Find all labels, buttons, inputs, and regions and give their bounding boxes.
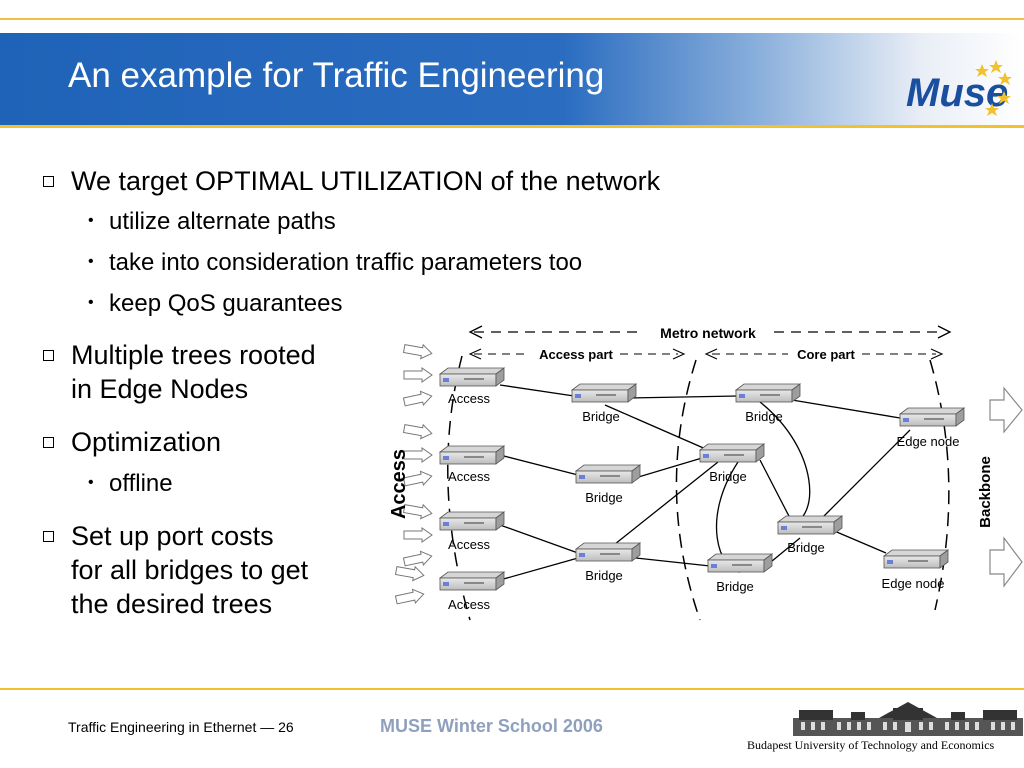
bullet-multiple-trees-line2: in Edge Nodes (71, 374, 249, 404)
dot-bullet-icon: • (88, 212, 94, 229)
edge-node-2 (883, 549, 949, 569)
dot-bullet-icon: • (88, 294, 94, 311)
access-part-arrow: Access part (468, 347, 686, 362)
edge-node-1-label: Edge node (897, 434, 960, 449)
slide-title: An example for Traffic Engineering (68, 56, 605, 95)
bullet-multiple-trees-line1: Multiple trees rooted (71, 340, 316, 370)
access-node-2 (439, 445, 505, 465)
access-node-1 (439, 367, 505, 387)
bridge-node-5 (699, 443, 765, 463)
logo-stars-icon (975, 60, 1012, 116)
access-node-3 (439, 511, 505, 531)
square-bullet-icon (43, 350, 54, 361)
top-band (0, 0, 1024, 18)
square-bullet-icon (43, 176, 54, 187)
network-links (499, 384, 911, 581)
bullet-port-costs-line3: the desired trees (71, 589, 273, 619)
access-part-label: Access part (539, 347, 613, 362)
title-banner (0, 33, 1024, 125)
footer-university: Budapest University of Technology and Ec… (747, 738, 995, 752)
bullet-port-costs-line1: Set up port costs (71, 521, 274, 551)
core-boundary-curve (675, 359, 701, 621)
muse-logo-graphic: Muse (906, 60, 1012, 116)
square-bullet-icon (43, 437, 54, 448)
footer-rule (0, 688, 1024, 690)
edge-node-2-label: Edge node (882, 576, 945, 591)
bullet-optimization: Optimization (71, 427, 222, 457)
footer-event-name: MUSE Winter School 2006 (380, 716, 603, 736)
top-rule (0, 18, 1024, 20)
access-node-4-label: Access (448, 597, 490, 612)
header-rule (0, 125, 1024, 128)
dot-bullet-icon: • (88, 474, 94, 491)
backbone-side-label: Backbone (977, 456, 994, 528)
sub-bullet-qos: keep QoS guarantees (109, 290, 343, 317)
backbone-arrows (989, 386, 1023, 588)
bridge-node-4 (735, 383, 801, 403)
bridge-node-5-label: Bridge (709, 469, 747, 484)
access-node-3-label: Access (448, 537, 490, 552)
backbone-boundary-curve (929, 359, 950, 611)
muse-logo: Muse (904, 58, 1014, 126)
footer-course-page: Traffic Engineering in Ethernet — 26 (68, 719, 294, 735)
dot-bullet-icon: • (88, 253, 94, 270)
bridge-node-6-label: Bridge (787, 540, 825, 555)
metro-network-arrow: Metro network (468, 325, 952, 341)
access-node-1-label: Access (448, 391, 490, 406)
access-node-4 (439, 571, 505, 591)
bridge-node-1 (571, 383, 637, 403)
bridge-node-7-label: Bridge (716, 579, 754, 594)
bridge-node-3 (575, 542, 641, 562)
core-part-label: Core part (797, 347, 855, 362)
university-building-icon (793, 702, 1023, 736)
bridge-node-7 (707, 553, 773, 573)
bridge-node-1-label: Bridge (582, 409, 620, 424)
bullet-optimal-utilization: We target OPTIMAL UTILIZATION of the net… (71, 166, 661, 196)
bridge-node-4-label: Bridge (745, 409, 783, 424)
core-part-arrow: Core part (704, 347, 944, 362)
bullet-port-costs-line2: for all bridges to get (71, 555, 309, 585)
sub-bullet-offline: offline (109, 470, 173, 497)
sub-bullet-alternate-paths: utilize alternate paths (109, 208, 336, 235)
bridge-node-2-label: Bridge (585, 490, 623, 505)
bridge-node-2 (575, 464, 641, 484)
access-node-2-label: Access (448, 469, 490, 484)
edge-node-1 (899, 407, 965, 427)
access-side-label: Access (388, 449, 410, 519)
sub-bullet-traffic-parameters: take into consideration traffic paramete… (109, 249, 583, 276)
metro-network-label: Metro network (660, 325, 756, 341)
square-bullet-icon (43, 531, 54, 542)
bridge-node-3-label: Bridge (585, 568, 623, 583)
bridge-node-6 (777, 515, 843, 535)
